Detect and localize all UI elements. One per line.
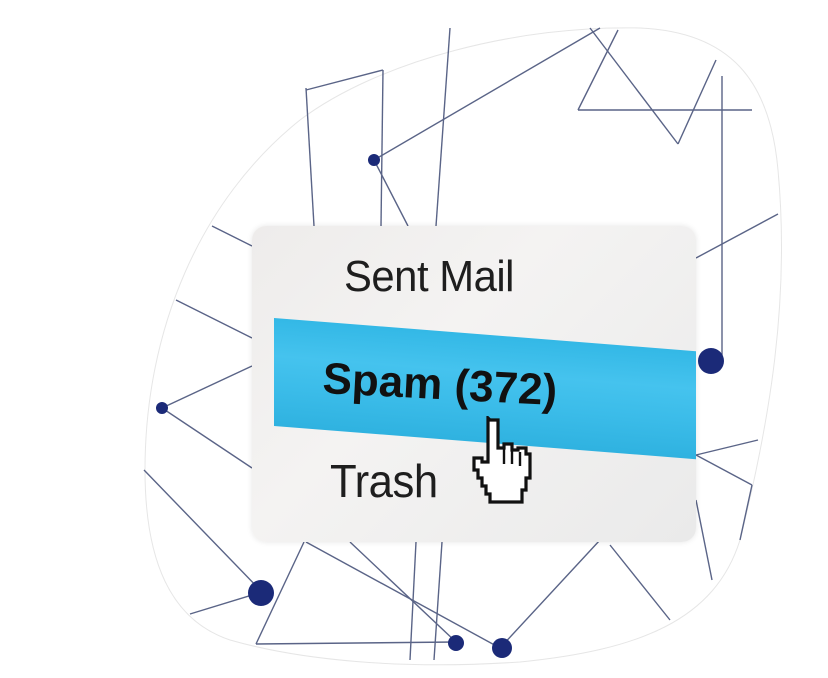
network-node: [492, 638, 512, 658]
network-node: [248, 580, 274, 606]
mail-folder-menu: Sent Mail Spam (372) Trash: [252, 226, 696, 542]
hand-pointer-icon: [472, 416, 532, 504]
menu-item-trash[interactable]: Trash: [330, 455, 438, 507]
network-node: [448, 635, 464, 651]
network-node: [698, 348, 724, 374]
network-node: [156, 402, 168, 414]
menu-item-sent-mail[interactable]: Sent Mail: [344, 252, 514, 301]
network-node: [368, 154, 380, 166]
